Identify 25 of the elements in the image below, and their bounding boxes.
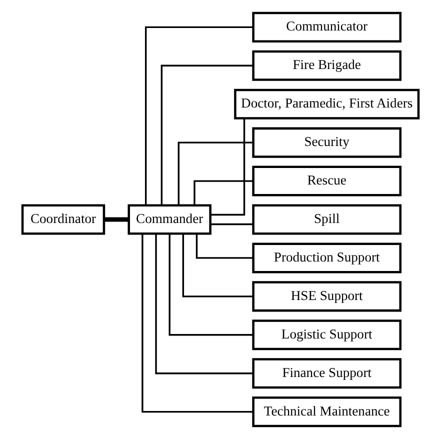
node-box: Logistic Support: [252, 320, 402, 350]
connector: [178, 142, 254, 206]
node-box: Rescue: [252, 166, 402, 196]
connector: [142, 234, 253, 413]
connector: [144, 26, 254, 206]
connector: [155, 234, 253, 374]
node-box: Fire Brigade: [252, 50, 402, 81]
connector: [168, 234, 254, 336]
connector: [196, 234, 254, 259]
node-box: Finance Support: [252, 358, 402, 389]
connector: [210, 223, 254, 226]
node-box: Coordinator: [21, 204, 106, 235]
connector: [160, 64, 253, 206]
node-box: Spill: [252, 204, 402, 235]
node-box: Commander: [128, 204, 212, 235]
node-box: HSE Support: [252, 281, 402, 312]
node-box: Technical Maintenance: [252, 396, 402, 428]
connector: [210, 118, 246, 216]
node-box: Security: [252, 127, 402, 158]
node-box: Doctor, Paramedic, First Aiders: [234, 88, 420, 120]
node-box: Communicator: [252, 12, 402, 42]
connector: [194, 180, 254, 206]
node-box: Production Support: [252, 242, 402, 274]
connector: [182, 234, 253, 298]
connector: [104, 217, 129, 222]
